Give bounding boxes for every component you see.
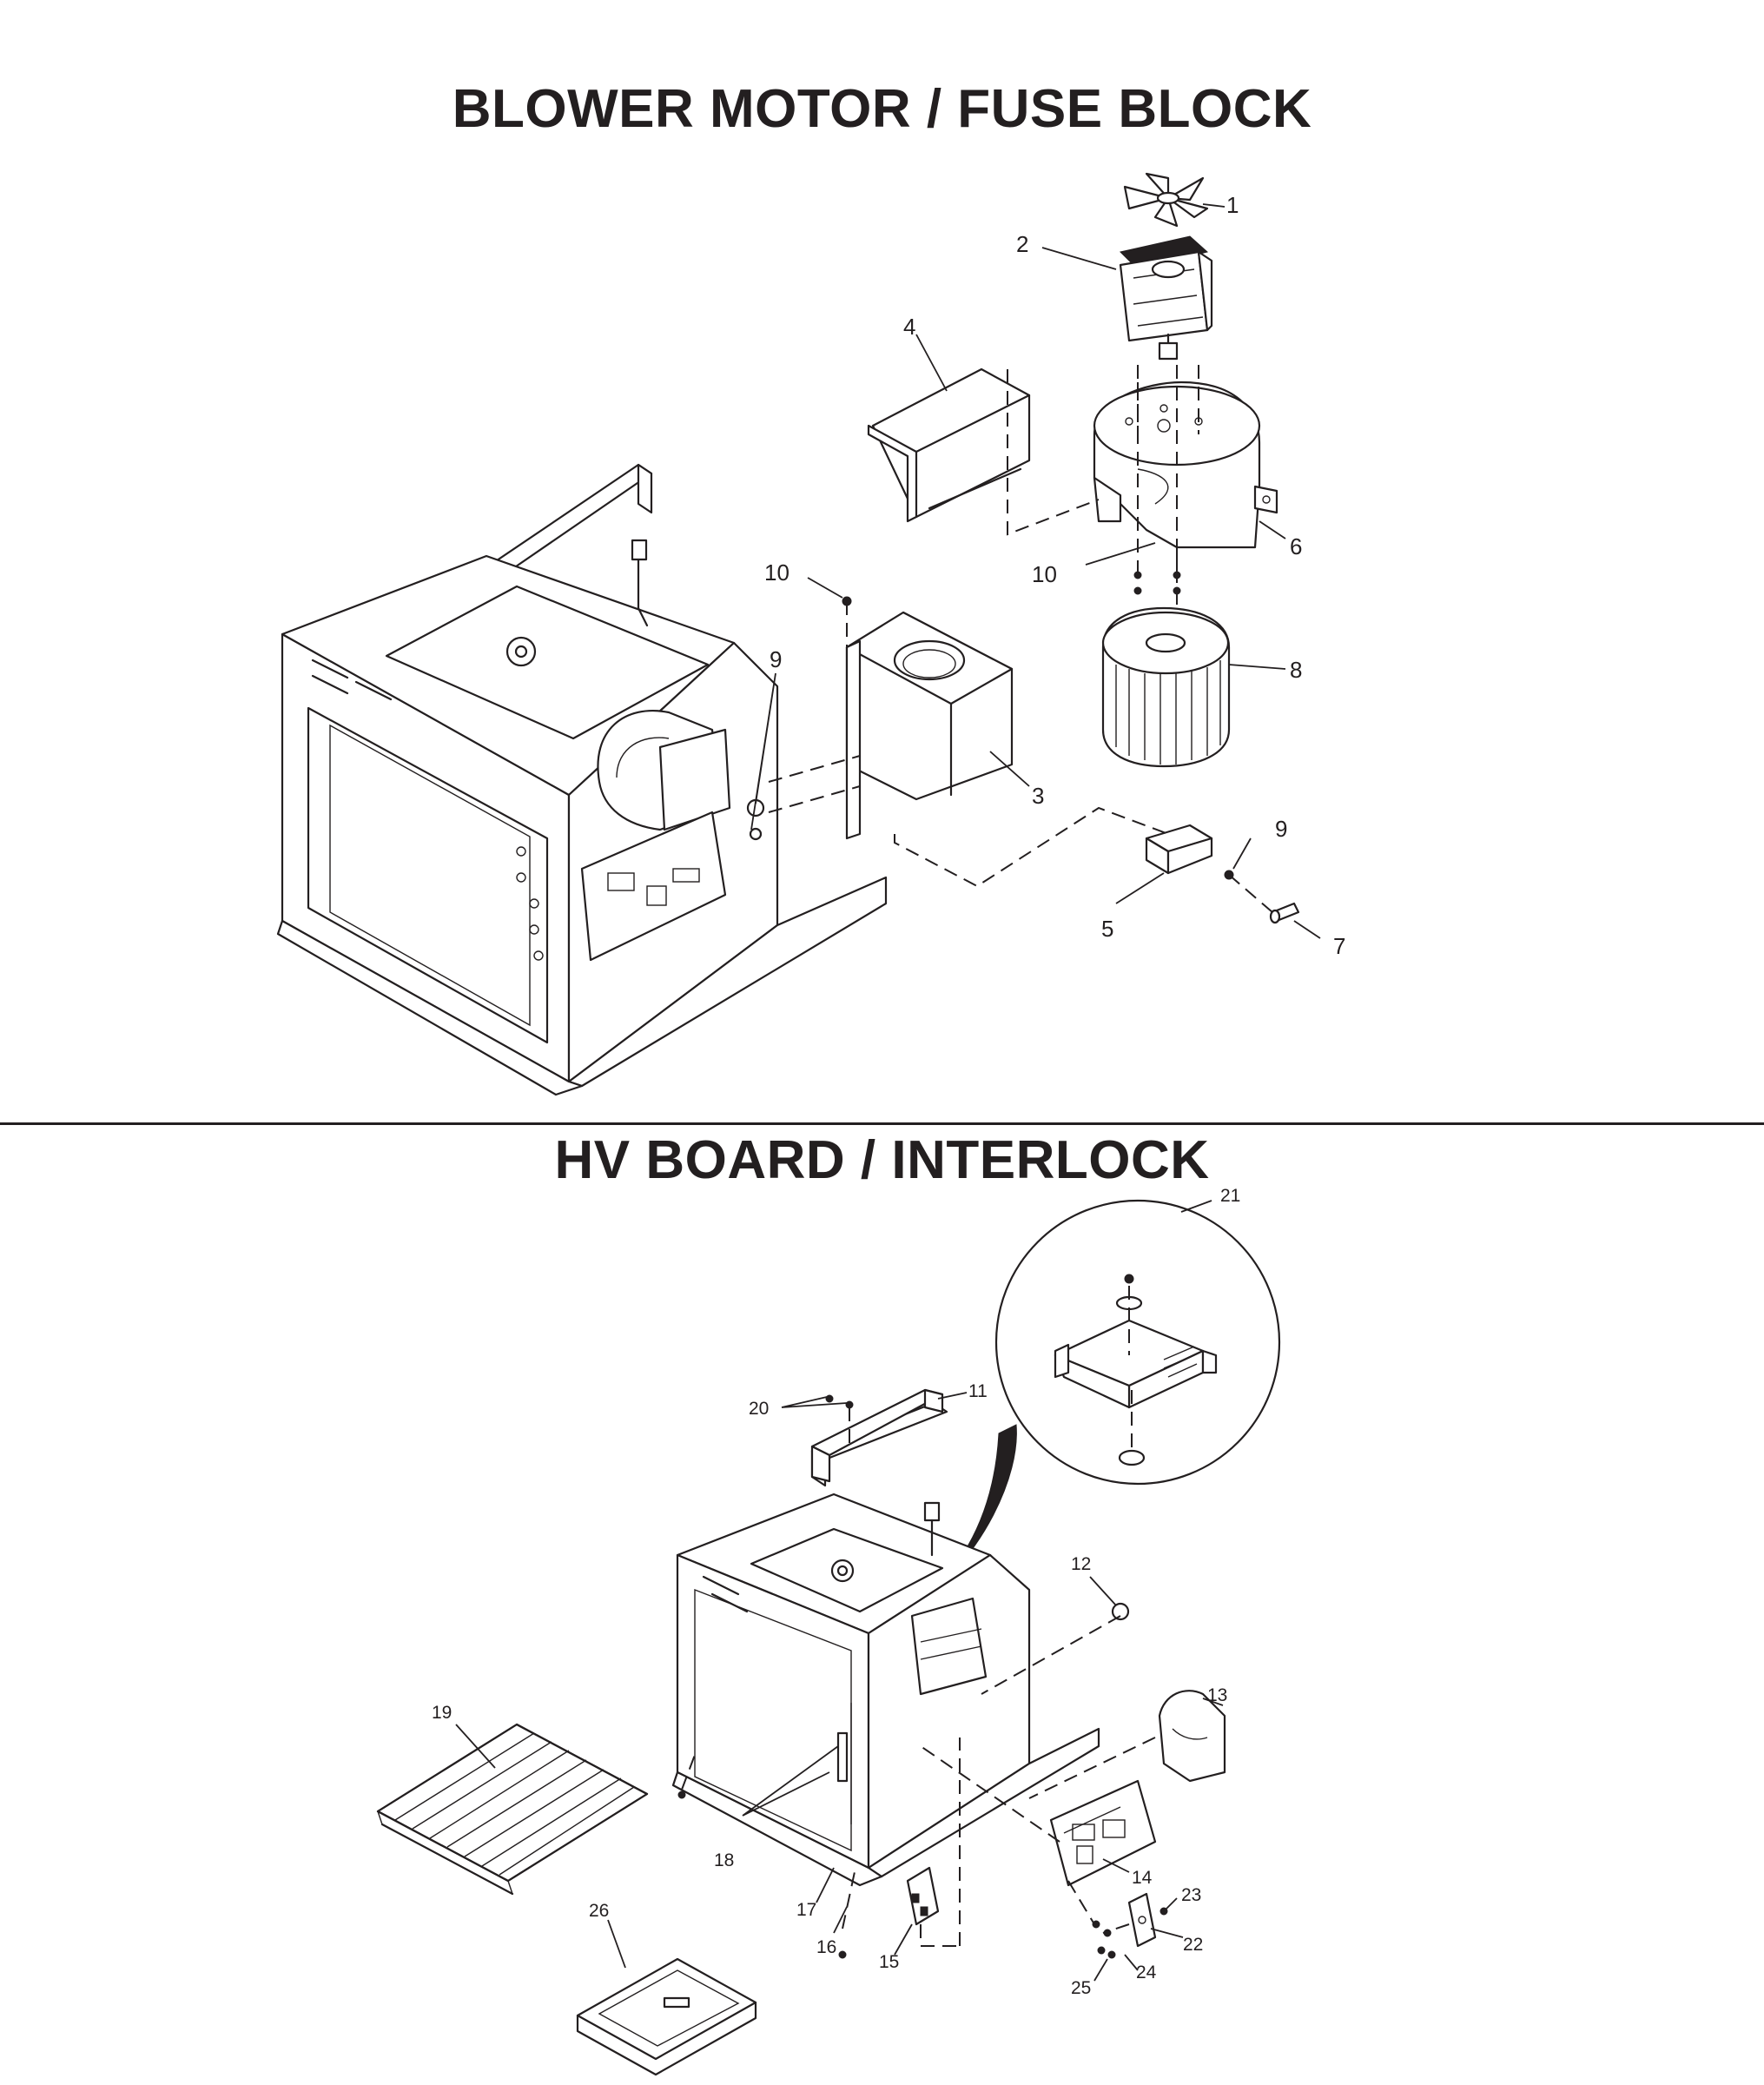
callout-14: 14 bbox=[1132, 1868, 1153, 1888]
callout-22: 22 bbox=[1183, 1935, 1203, 1955]
section-title-hv-board: HV BOARD / INTERLOCK bbox=[554, 1130, 1210, 1190]
callout-26: 26 bbox=[589, 1901, 609, 1921]
detail-circle-21 bbox=[924, 1199, 1281, 1599]
part-2-blower-motor bbox=[1119, 235, 1213, 361]
callout-6: 6 bbox=[1290, 533, 1302, 559]
callout-3: 3 bbox=[1032, 783, 1044, 809]
part-4-blower-shroud bbox=[867, 367, 1031, 523]
section-divider bbox=[0, 1122, 1764, 1125]
assembly-lines-bottom bbox=[681, 1407, 1156, 1947]
part-7-fuse bbox=[1269, 902, 1300, 924]
callout-1: 1 bbox=[1226, 192, 1239, 218]
section-title-blower-motor: BLOWER MOTOR / FUSE BLOCK bbox=[452, 79, 1312, 139]
part-11-rail bbox=[810, 1388, 944, 1483]
part-26-tray bbox=[576, 1957, 757, 2076]
callout-13: 13 bbox=[1207, 1685, 1227, 1705]
part-22-bracket bbox=[1127, 1892, 1157, 1948]
callout-5: 5 bbox=[1101, 916, 1113, 942]
part-1-fan-blade bbox=[1123, 172, 1209, 228]
callout-17: 17 bbox=[796, 1900, 816, 1920]
part-3-fuse-housing bbox=[845, 611, 1014, 840]
callout-11: 11 bbox=[968, 1381, 988, 1401]
callout-25: 25 bbox=[1071, 1978, 1091, 1998]
assembly-lines-top bbox=[768, 365, 1273, 913]
callout-10-left: 10 bbox=[764, 559, 790, 586]
callout-7: 7 bbox=[1333, 933, 1345, 959]
leaders-top bbox=[750, 203, 1321, 939]
callout-4: 4 bbox=[903, 314, 915, 340]
callout-16: 16 bbox=[816, 1937, 836, 1957]
callout-19: 19 bbox=[432, 1703, 452, 1723]
leaders-bottom bbox=[455, 1200, 1224, 1982]
callout-2: 2 bbox=[1016, 231, 1028, 257]
callout-12: 12 bbox=[1071, 1554, 1091, 1574]
part-12-plug bbox=[1111, 1602, 1130, 1621]
part-6-blower-housing bbox=[1093, 381, 1278, 549]
part-15-interlock-switch bbox=[906, 1866, 940, 1926]
callout-18: 18 bbox=[714, 1850, 734, 1870]
oven-chassis-bottom bbox=[671, 1401, 1100, 1887]
part-14-board bbox=[1049, 1779, 1157, 1887]
callout-9-left: 9 bbox=[770, 646, 782, 672]
part-13-cover bbox=[1158, 1690, 1226, 1783]
part-5-fuse-block bbox=[1145, 824, 1213, 875]
callout-20: 20 bbox=[749, 1399, 769, 1419]
part-19-oven-rack bbox=[376, 1723, 649, 1896]
callout-8: 8 bbox=[1290, 657, 1302, 683]
callout-23: 23 bbox=[1181, 1885, 1201, 1905]
part-8-blower-wheel bbox=[1101, 606, 1231, 768]
callout-21: 21 bbox=[1220, 1186, 1240, 1206]
callout-9-right: 9 bbox=[1275, 816, 1287, 842]
oven-chassis-top bbox=[276, 463, 888, 1096]
callout-10-right: 10 bbox=[1032, 561, 1057, 587]
callout-15: 15 bbox=[879, 1952, 899, 1972]
callout-24: 24 bbox=[1136, 1963, 1157, 1982]
